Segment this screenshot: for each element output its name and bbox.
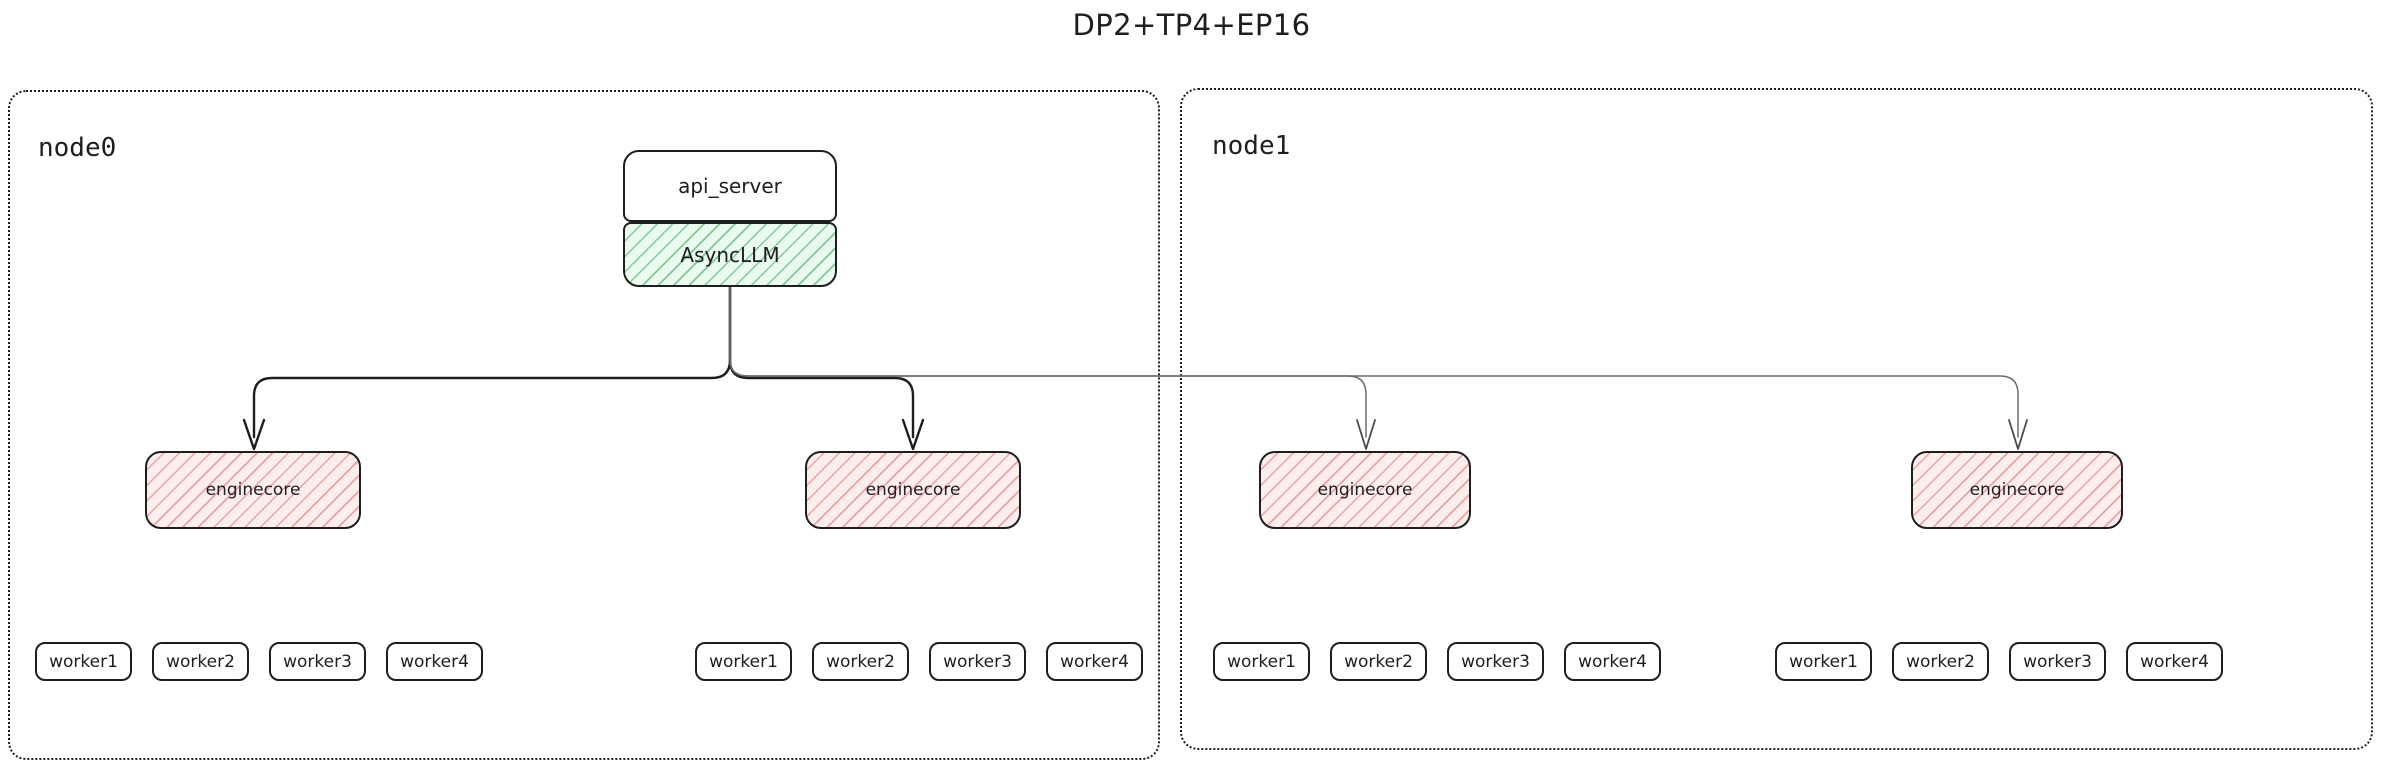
enginecore-box-node0-1[interactable]: enginecore (805, 451, 1021, 529)
enginecore-label: enginecore (205, 480, 301, 500)
async-llm-label: AsyncLLM (680, 242, 780, 267)
api-server-label: api_server (678, 174, 782, 198)
enginecore-box-node0-0[interactable]: enginecore (145, 451, 361, 529)
worker-box-node0-0-3[interactable]: worker4 (386, 642, 483, 681)
worker-label: worker1 (1227, 651, 1296, 672)
enginecore-box-node1-0[interactable]: enginecore (1259, 451, 1471, 529)
worker-box-node0-1-3[interactable]: worker4 (1046, 642, 1143, 681)
worker-label: worker4 (1060, 651, 1129, 672)
worker-box-node1-0-1[interactable]: worker2 (1330, 642, 1427, 681)
enginecore-label: enginecore (1317, 480, 1413, 500)
worker-box-node1-1-2[interactable]: worker3 (2009, 642, 2106, 681)
worker-box-node1-0-2[interactable]: worker3 (1447, 642, 1544, 681)
worker-box-node0-1-1[interactable]: worker2 (812, 642, 909, 681)
enginecore-box-node1-1[interactable]: enginecore (1911, 451, 2123, 529)
worker-box-node1-1-1[interactable]: worker2 (1892, 642, 1989, 681)
worker-label: worker3 (2023, 651, 2092, 672)
api-server-box[interactable]: api_server (623, 150, 837, 222)
worker-label: worker2 (1906, 651, 1975, 672)
worker-label: worker1 (49, 651, 118, 672)
worker-label: worker4 (1578, 651, 1647, 672)
worker-box-node0-0-2[interactable]: worker3 (269, 642, 366, 681)
worker-label: worker1 (1789, 651, 1858, 672)
worker-label: worker2 (1344, 651, 1413, 672)
worker-box-node0-0-1[interactable]: worker2 (152, 642, 249, 681)
worker-label: worker4 (400, 651, 469, 672)
worker-label: worker1 (709, 651, 778, 672)
worker-box-node0-1-0[interactable]: worker1 (695, 642, 792, 681)
enginecore-label: enginecore (865, 480, 961, 500)
worker-box-node1-1-0[interactable]: worker1 (1775, 642, 1872, 681)
worker-label: worker3 (943, 651, 1012, 672)
worker-box-node1-0-3[interactable]: worker4 (1564, 642, 1661, 681)
node-label-node0: node0 (38, 133, 117, 163)
worker-box-node1-1-3[interactable]: worker4 (2126, 642, 2223, 681)
worker-box-node0-1-2[interactable]: worker3 (929, 642, 1026, 681)
enginecore-label: enginecore (1969, 480, 2065, 500)
worker-label: worker3 (1461, 651, 1530, 672)
page-title: DP2+TP4+EP16 (1072, 8, 1311, 42)
worker-label: worker2 (826, 651, 895, 672)
worker-label: worker2 (166, 651, 235, 672)
async-llm-box[interactable]: AsyncLLM (623, 222, 837, 287)
worker-box-node1-0-0[interactable]: worker1 (1213, 642, 1310, 681)
node-label-node1: node1 (1212, 131, 1291, 161)
worker-box-node0-0-0[interactable]: worker1 (35, 642, 132, 681)
worker-label: worker3 (283, 651, 352, 672)
worker-label: worker4 (2140, 651, 2209, 672)
